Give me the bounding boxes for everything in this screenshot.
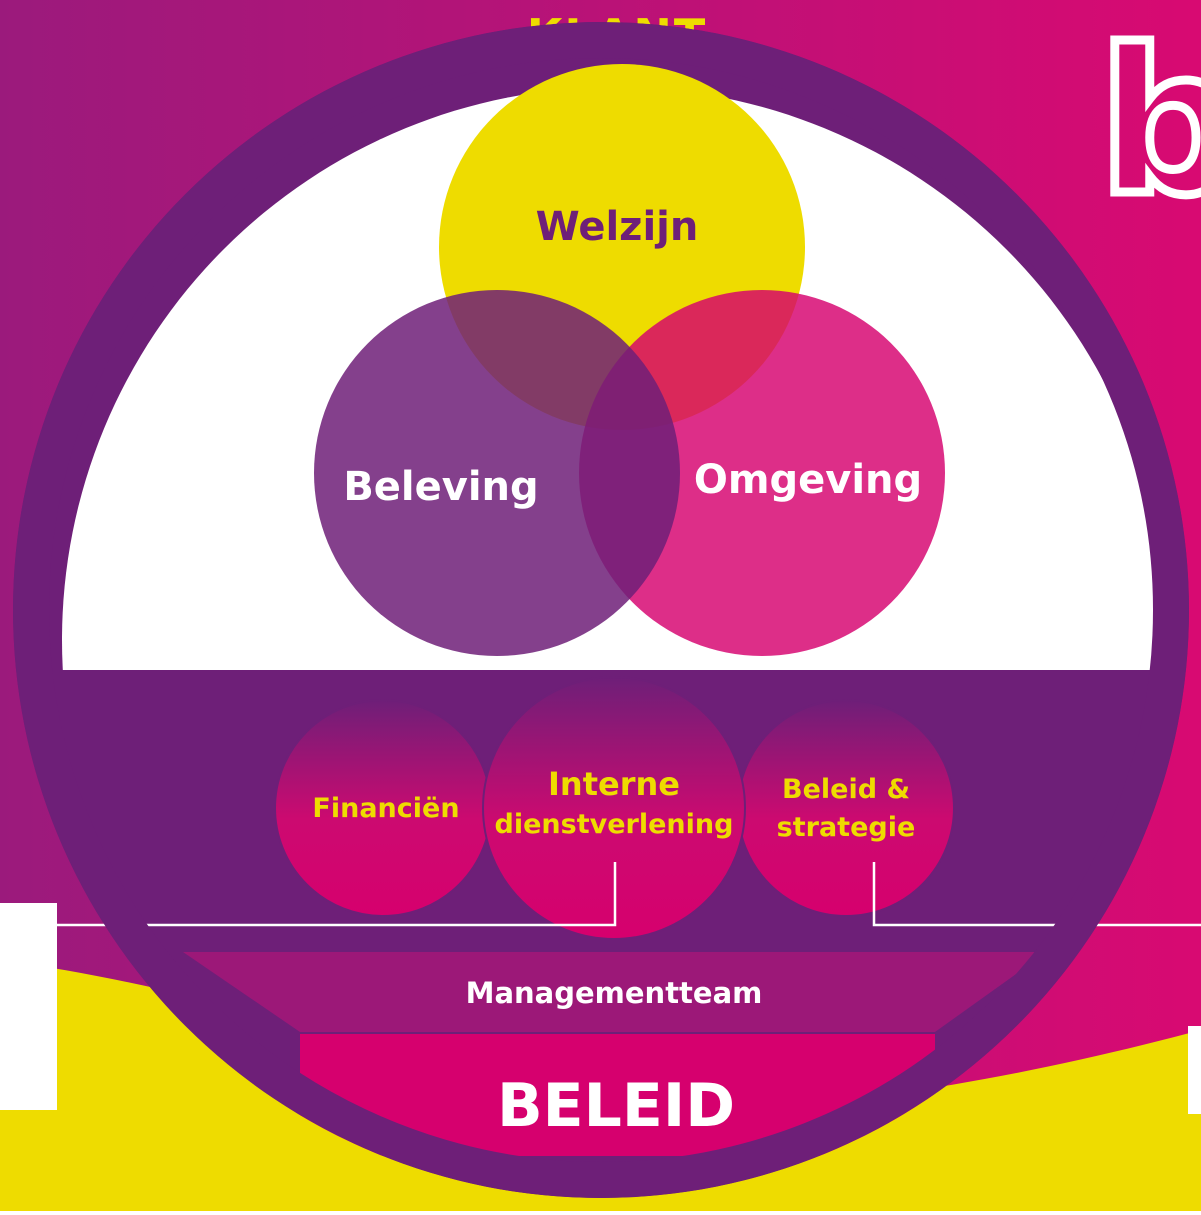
venn-label-welzijn: Welzijn bbox=[536, 204, 699, 250]
venn-label-omgeving: Omgeving bbox=[694, 457, 922, 503]
logo-letter: b bbox=[1098, 7, 1201, 240]
base-label: BELEID bbox=[497, 1071, 735, 1141]
connector-line-left bbox=[57, 862, 617, 927]
pillar-label-interne: Interne bbox=[548, 765, 680, 803]
venn-diagram bbox=[314, 64, 945, 656]
pillars bbox=[274, 676, 955, 940]
venn-circle-omgeving bbox=[579, 290, 945, 656]
pillar-circle-beleid-strategie bbox=[737, 699, 955, 917]
right-white-panel bbox=[1188, 1026, 1201, 1114]
yellow-wave bbox=[0, 960, 1201, 1211]
pillar-label-dienstverlening: dienstverlening bbox=[495, 809, 734, 840]
outer-ring-border bbox=[13, 22, 1189, 1198]
venn-label-beleving: Beleving bbox=[343, 464, 538, 510]
venn-circle-beleving bbox=[314, 290, 680, 656]
management-band bbox=[183, 952, 1047, 1032]
management-label: Managementteam bbox=[466, 976, 763, 1010]
pillar-label-beleid: Beleid & bbox=[782, 774, 910, 805]
pillar-label-strategie: strategie bbox=[777, 812, 916, 843]
pillar-label-financien: Financiën bbox=[312, 793, 459, 824]
left-white-panel bbox=[0, 903, 57, 1110]
pillar-circle-interne-dienstverlening bbox=[482, 676, 746, 940]
